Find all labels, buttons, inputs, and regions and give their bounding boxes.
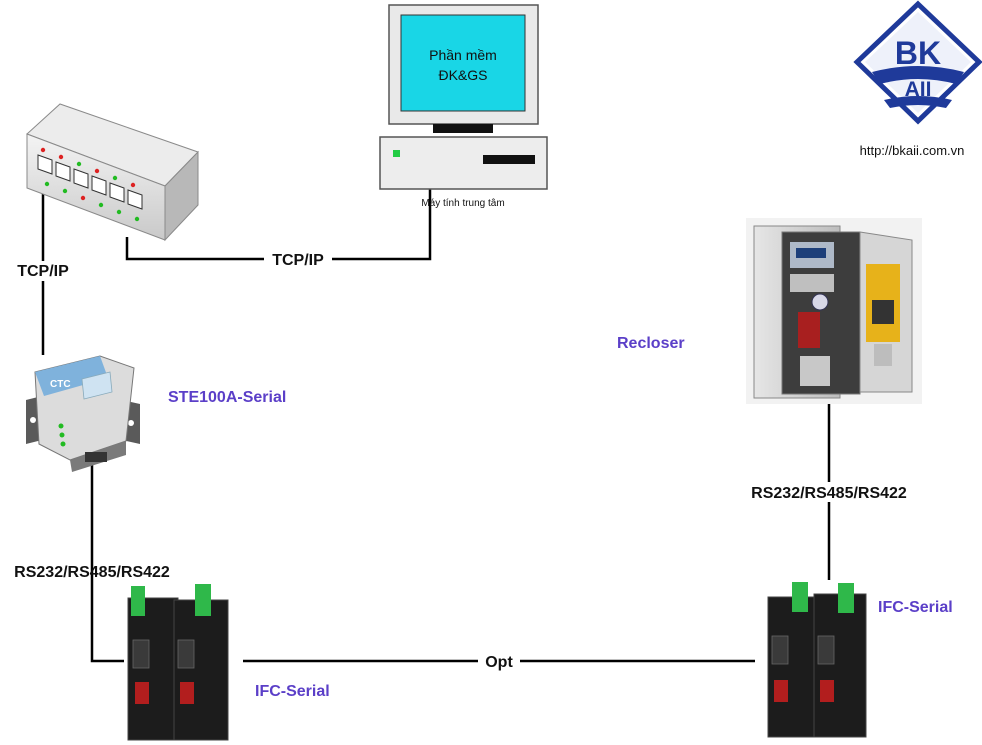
recloser-cabinet [746,218,922,404]
logo-text-bottom: AII [905,78,932,101]
ethernet-switch [26,103,199,242]
central-computer: Phần mềm ĐK&GS Máy tính trung tâm [379,4,548,209]
screen-text-line1: Phần mềm [429,47,497,63]
logo-text-top: BK [895,35,941,71]
monitor-screen [400,14,526,112]
screen-text-line2: ĐK&GS [438,67,487,83]
logo-url: http://bkaii.com.vn [860,143,965,158]
bkaii-logo: BK AII [853,0,982,125]
label-recloser: Recloser [617,335,685,352]
computer-caption: Máy tính trung tâm [421,198,504,209]
ifc-converter-left [127,584,229,741]
label-ifc-right: IFC-Serial [878,599,953,616]
server-brand: CTC [50,379,71,390]
ifc-converter-right [767,582,867,738]
label-serial-right: RS232/RS485/RS422 [751,485,907,502]
connection-lines [41,175,831,663]
label-fiber: Opt [485,654,513,671]
label-serial-left: RS232/RS485/RS422 [14,564,170,581]
link-server-ifc [90,462,124,663]
label-ifc-left: IFC-Serial [255,683,330,700]
serial-device-server: CTC [26,355,140,472]
label-tcpip-pc: TCP/IP [272,252,324,269]
label-tcpip-server: TCP/IP [17,263,69,280]
label-ste100a: STE100A-Serial [168,389,286,406]
